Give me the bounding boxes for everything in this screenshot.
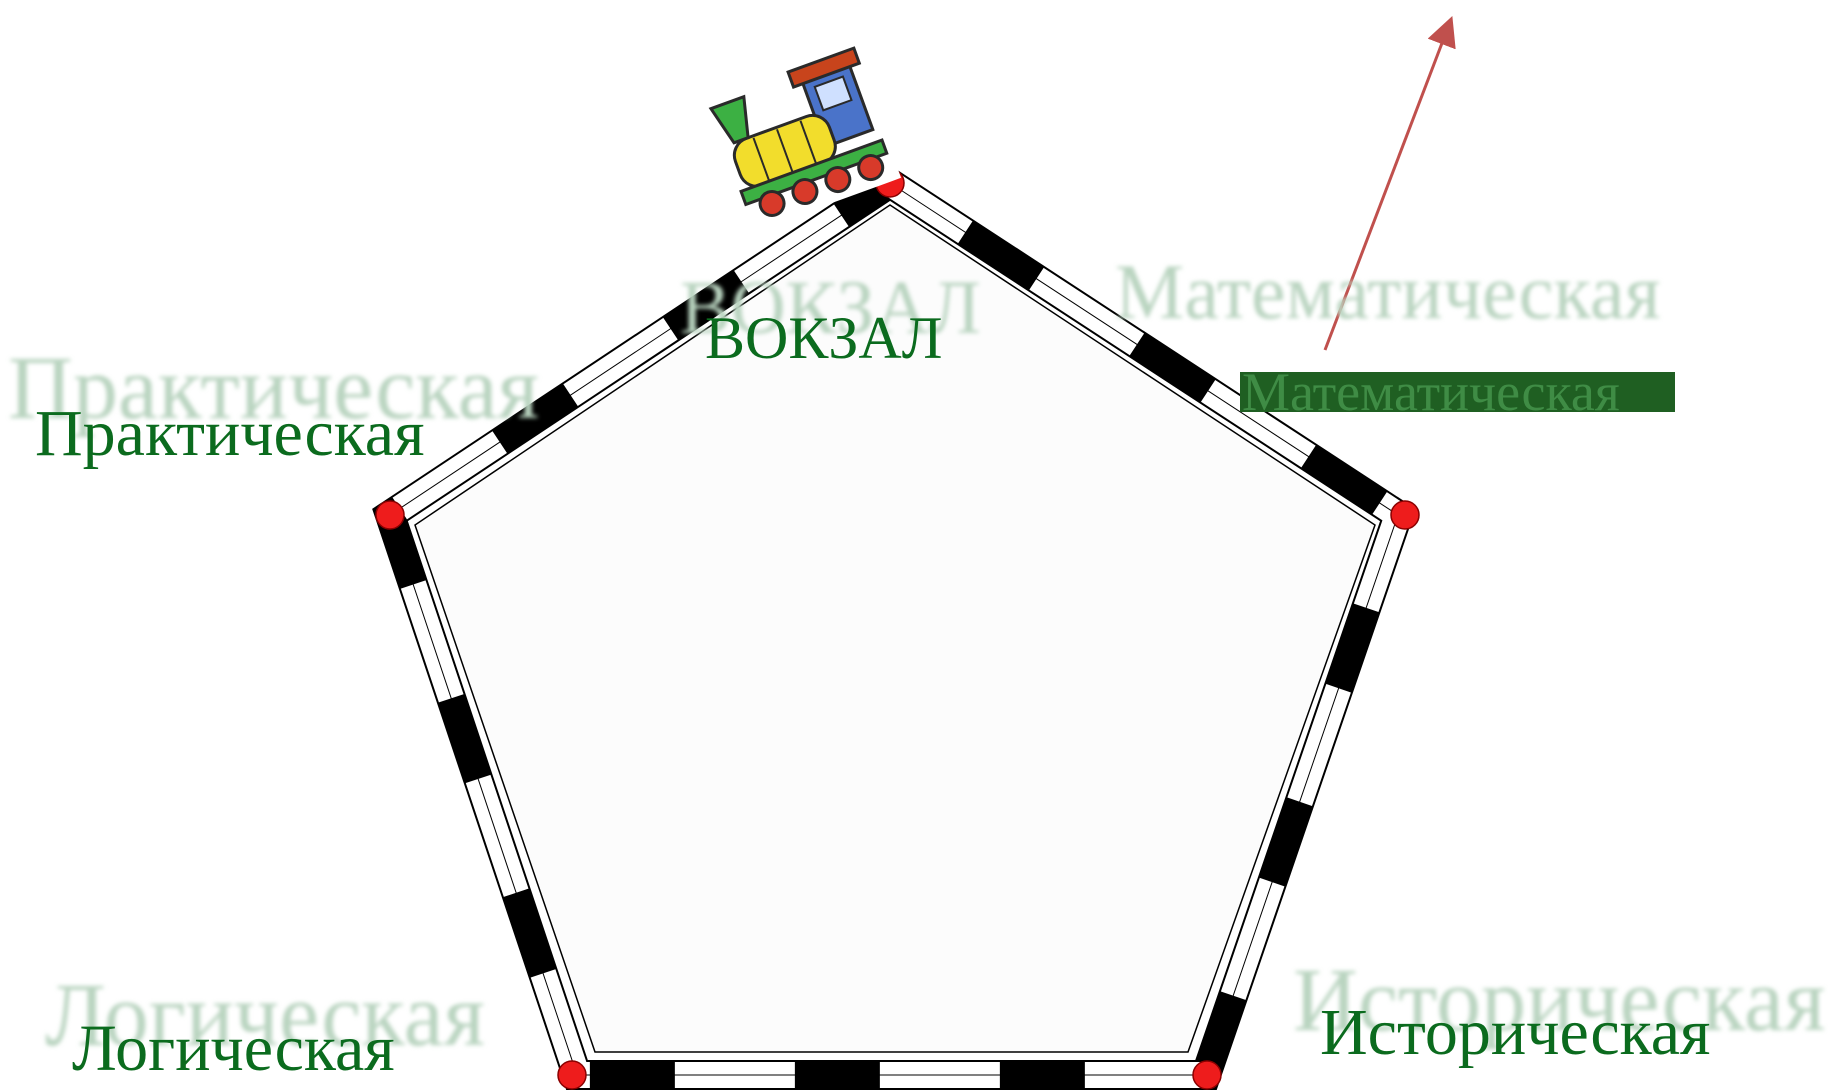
steam-locomotive-icon[interactable] (690, 36, 902, 236)
logical-label-shadow: Логическая (45, 966, 485, 1065)
historical-label[interactable]: Историческая (1320, 996, 1710, 1069)
mathematical-label: Математическая (1242, 362, 1620, 422)
vertex-logical[interactable] (557, 1060, 587, 1090)
pentagon-track (372, 165, 1416, 1090)
logical-label[interactable]: Логическая (72, 1012, 395, 1085)
practical-label-shadow: Практическая (8, 339, 539, 438)
motion-path-arrow (1323, 15, 1456, 351)
mathematical-highlight[interactable]: Математическая (1240, 362, 1675, 422)
vertex-historical[interactable] (1192, 1060, 1222, 1090)
mathematical-label-shadow: Математическая (1115, 248, 1661, 335)
practical-label[interactable]: Практическая (35, 397, 424, 470)
station-label-shadow: ВОКЗАЛ (680, 266, 981, 350)
station-label[interactable]: ВОКЗАЛ (705, 305, 942, 371)
vertex-practical[interactable] (375, 500, 405, 530)
vertex-mathematical[interactable] (1390, 500, 1420, 530)
historical-label-shadow: Историческая (1293, 951, 1825, 1050)
